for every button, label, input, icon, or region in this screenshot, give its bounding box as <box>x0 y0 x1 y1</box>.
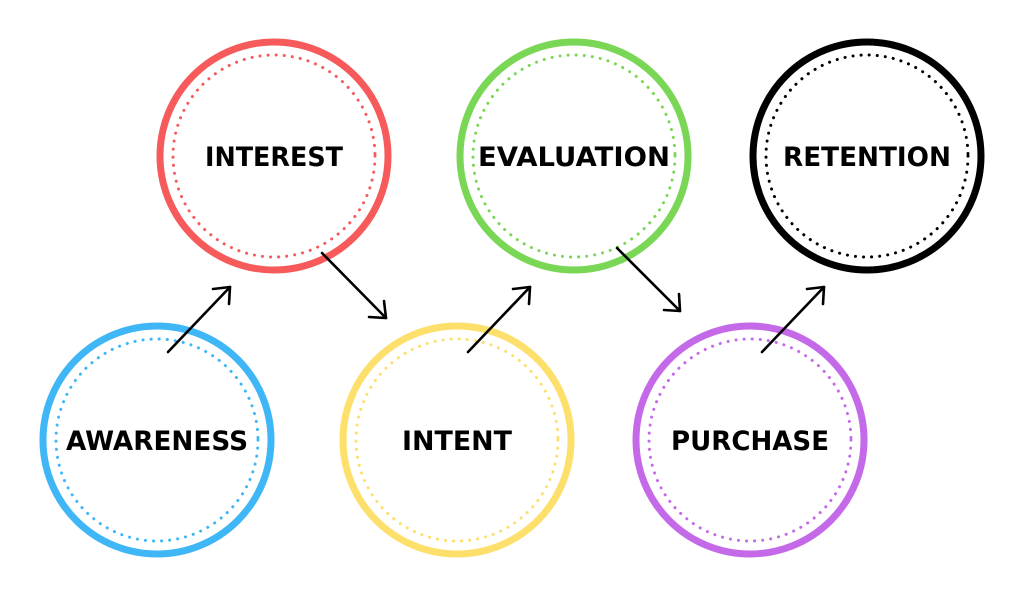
stage-intent: INTENT <box>339 322 575 558</box>
stage-retention-inner-ring <box>764 53 970 259</box>
arrow-purchase-to-retention-head <box>805 285 826 306</box>
stage-awareness-inner-ring <box>54 337 260 543</box>
stage-awareness: AWARENESS <box>39 322 275 558</box>
arrow-intent-to-evaluation-head <box>511 285 532 306</box>
stage-interest-outer-ring <box>156 38 392 274</box>
stage-intent-label: INTENT <box>402 426 513 457</box>
stage-intent-inner-ring <box>354 337 560 543</box>
arrow-evaluation-to-purchase <box>615 246 682 313</box>
stage-evaluation: EVALUATION <box>456 38 692 274</box>
arrow-awareness-to-interest <box>166 285 232 354</box>
arrow-intent-to-evaluation <box>466 285 532 354</box>
arrow-purchase-to-retention <box>760 285 826 354</box>
stage-interest-label: INTEREST <box>205 142 344 173</box>
stage-interest-inner-ring <box>171 53 377 259</box>
stage-purchase-inner-ring <box>647 337 853 543</box>
arrow-evaluation-to-purchase-head <box>662 292 682 313</box>
stage-retention-label: RETENTION <box>783 142 951 173</box>
arrow-interest-to-intent-head <box>367 299 388 320</box>
stage-intent-outer-ring <box>339 322 575 558</box>
stage-awareness-label: AWARENESS <box>66 426 248 457</box>
stage-purchase-outer-ring <box>632 322 868 558</box>
stage-purchase: PURCHASE <box>632 322 868 558</box>
arrow-interest-to-intent <box>320 251 388 320</box>
stage-evaluation-inner-ring <box>471 53 677 259</box>
stage-retention-outer-ring <box>749 38 985 274</box>
stage-awareness-outer-ring <box>39 322 275 558</box>
stage-evaluation-label: EVALUATION <box>478 142 670 173</box>
stage-evaluation-outer-ring <box>456 38 692 274</box>
arrow-awareness-to-interest-head <box>211 285 232 306</box>
stage-interest: INTEREST <box>156 38 392 274</box>
stage-purchase-label: PURCHASE <box>671 426 829 457</box>
stage-retention: RETENTION <box>749 38 985 274</box>
